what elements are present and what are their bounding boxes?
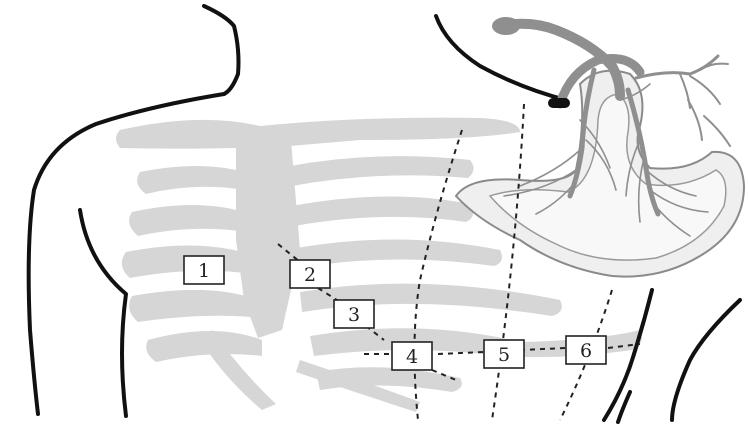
- lead-v5: 5: [484, 340, 524, 368]
- lead-v2-label: 2: [304, 264, 316, 286]
- vessel-marker: [548, 98, 570, 108]
- lead-v4-label: 4: [406, 346, 418, 368]
- lead-v6-label: 6: [580, 340, 592, 362]
- rib-left-5: [129, 290, 262, 322]
- lead-v4: 4: [392, 342, 432, 370]
- left-axilla-outline: [80, 210, 126, 416]
- rib-top: [116, 118, 520, 149]
- lead-v1: 1: [184, 256, 224, 284]
- vessel-stump: [492, 17, 520, 35]
- lead-v2: 2: [290, 260, 330, 288]
- right-arm-inner-outline: [618, 392, 630, 422]
- rib-left-2: [137, 166, 244, 194]
- lead-v3-label: 3: [348, 304, 360, 326]
- lead-v5-label: 5: [498, 344, 510, 366]
- heart-illustration: [456, 17, 744, 277]
- neck-left-outline: [204, 6, 239, 94]
- rib-left-3: [129, 205, 246, 236]
- lead-v1-label: 1: [198, 260, 210, 282]
- rib-left-6: [146, 331, 262, 362]
- lead-v6: 6: [566, 336, 606, 364]
- pulmonary-branch-3: [688, 100, 730, 146]
- right-arm-outline: [672, 300, 740, 420]
- pulmonary-branch-2: [680, 64, 728, 108]
- lead-v3: 3: [334, 300, 374, 328]
- rib-right-3: [292, 196, 473, 226]
